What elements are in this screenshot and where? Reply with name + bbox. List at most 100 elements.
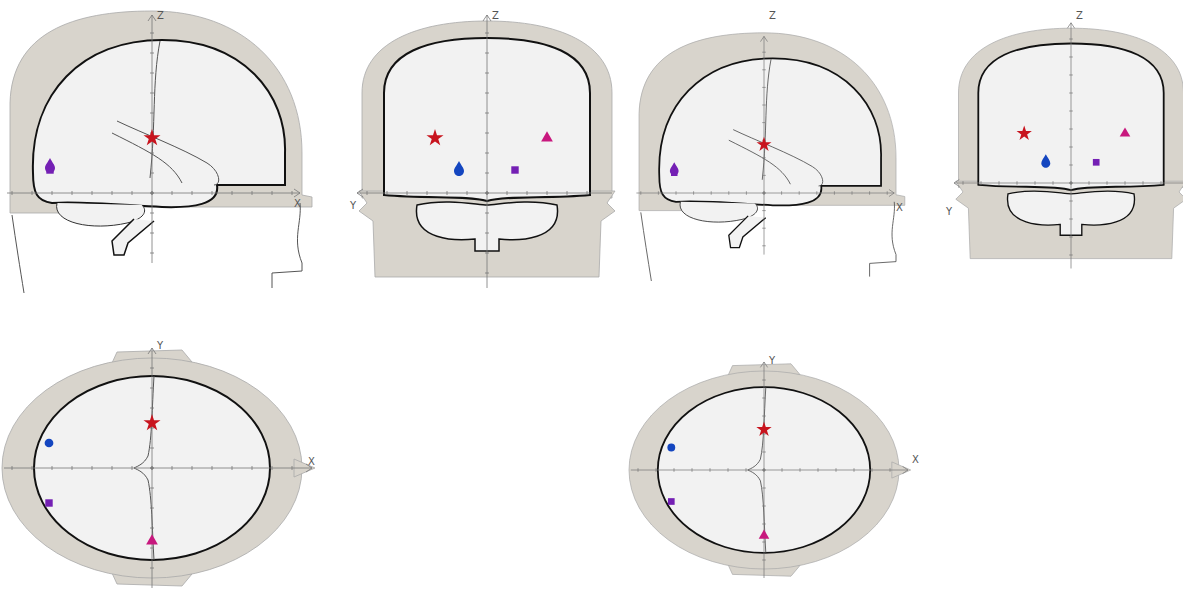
axis-tick bbox=[212, 191, 213, 195]
sq-marker bbox=[45, 499, 52, 506]
axis-tick bbox=[1161, 181, 1162, 185]
axis-tick bbox=[150, 548, 154, 549]
axis-line bbox=[631, 470, 908, 471]
axis-tick bbox=[132, 191, 133, 195]
drop-marker bbox=[670, 162, 679, 175]
axis-tick bbox=[112, 191, 113, 195]
axis-tick bbox=[150, 468, 154, 469]
axis-tick bbox=[72, 466, 73, 470]
axis-tick bbox=[762, 434, 766, 435]
axis-tick bbox=[212, 466, 213, 470]
axis-tick bbox=[1053, 181, 1054, 185]
axis-tick bbox=[728, 191, 729, 195]
axis-tick bbox=[467, 191, 468, 195]
axis-line bbox=[4, 468, 312, 469]
axis-tick bbox=[852, 191, 853, 195]
axis-tick bbox=[485, 53, 489, 54]
axis-label: Z bbox=[157, 10, 164, 22]
axis-tick bbox=[150, 233, 154, 234]
brainstem bbox=[729, 216, 766, 248]
star-marker bbox=[143, 414, 160, 430]
axis-tick bbox=[150, 253, 154, 254]
axis-tick bbox=[32, 191, 33, 195]
axis-tick bbox=[1069, 93, 1073, 94]
axis-tick bbox=[367, 191, 368, 195]
axis-tick bbox=[854, 468, 855, 472]
axis-label: Y bbox=[157, 340, 163, 352]
axis-tick bbox=[762, 506, 766, 507]
axis-tick bbox=[150, 73, 154, 74]
star-marker bbox=[1017, 125, 1032, 140]
axis-arrow bbox=[148, 15, 156, 21]
axis-tick bbox=[150, 488, 154, 489]
star-marker bbox=[143, 129, 160, 145]
axis-tick bbox=[1125, 181, 1126, 185]
axis-tick bbox=[150, 468, 154, 469]
axis-tick bbox=[272, 466, 273, 470]
axis-tick bbox=[674, 468, 675, 472]
axis-arrow bbox=[760, 36, 767, 41]
axis-tick bbox=[150, 113, 154, 114]
brain-outline bbox=[659, 58, 881, 205]
axis-tick bbox=[52, 466, 53, 470]
axis-tick bbox=[890, 468, 891, 472]
axis-label: Z bbox=[1076, 10, 1083, 22]
axis-tick bbox=[1069, 237, 1073, 238]
axis-tick bbox=[485, 113, 489, 114]
axis-tick bbox=[834, 191, 835, 195]
circ-marker bbox=[667, 444, 675, 452]
axis-tick bbox=[32, 466, 33, 470]
axis-label: Y bbox=[946, 206, 952, 218]
axis-line bbox=[954, 183, 1183, 184]
axis-tick bbox=[485, 193, 489, 194]
axis-label: Z bbox=[769, 10, 776, 22]
axis-tick bbox=[762, 524, 766, 525]
axis-tick bbox=[150, 388, 154, 389]
axis-tick bbox=[762, 416, 766, 417]
central-sulcus bbox=[150, 41, 160, 178]
axis-tick bbox=[150, 93, 154, 94]
axis-tick bbox=[1069, 56, 1073, 57]
axis-tick bbox=[427, 191, 428, 195]
axis-tick bbox=[547, 191, 548, 195]
axis-tick bbox=[1089, 181, 1090, 185]
axis-tick bbox=[587, 191, 588, 195]
axis-tick bbox=[232, 466, 233, 470]
axis-tick bbox=[485, 73, 489, 74]
axis-tick bbox=[762, 560, 766, 561]
axis-tick bbox=[1069, 201, 1073, 202]
axis-tick bbox=[656, 468, 657, 472]
drop-marker bbox=[454, 161, 464, 176]
axis-label: Y bbox=[350, 200, 356, 212]
face-profile bbox=[272, 203, 302, 288]
axis-tick bbox=[963, 181, 964, 185]
axis-label: Z bbox=[492, 10, 499, 22]
axis-tick bbox=[112, 466, 113, 470]
axis-label: Y bbox=[769, 355, 775, 367]
axis-tick bbox=[150, 173, 154, 174]
circ-marker bbox=[45, 439, 54, 448]
sagittal-view bbox=[636, 33, 904, 281]
axis-tick bbox=[887, 191, 888, 195]
axis-tick bbox=[292, 191, 293, 195]
axis-tick bbox=[762, 488, 766, 489]
axis-tick bbox=[527, 191, 528, 195]
axis-tick bbox=[150, 408, 154, 409]
axis-tick bbox=[762, 452, 766, 453]
central-sulcus bbox=[762, 59, 771, 180]
sagittal-view bbox=[7, 11, 312, 293]
axis-tick bbox=[485, 173, 489, 174]
axis-tick bbox=[252, 191, 253, 195]
sq-marker bbox=[1093, 159, 1100, 166]
neck-base bbox=[956, 181, 1183, 258]
axis-tick bbox=[1035, 181, 1036, 185]
axis-tick bbox=[762, 52, 766, 53]
axis-arrow bbox=[903, 466, 908, 473]
sq-marker bbox=[668, 498, 675, 505]
axis-tick bbox=[1107, 181, 1108, 185]
axis-label: X bbox=[308, 456, 315, 468]
axis-tick bbox=[172, 191, 173, 195]
axis-tick bbox=[710, 468, 711, 472]
axis-tick bbox=[640, 191, 641, 195]
